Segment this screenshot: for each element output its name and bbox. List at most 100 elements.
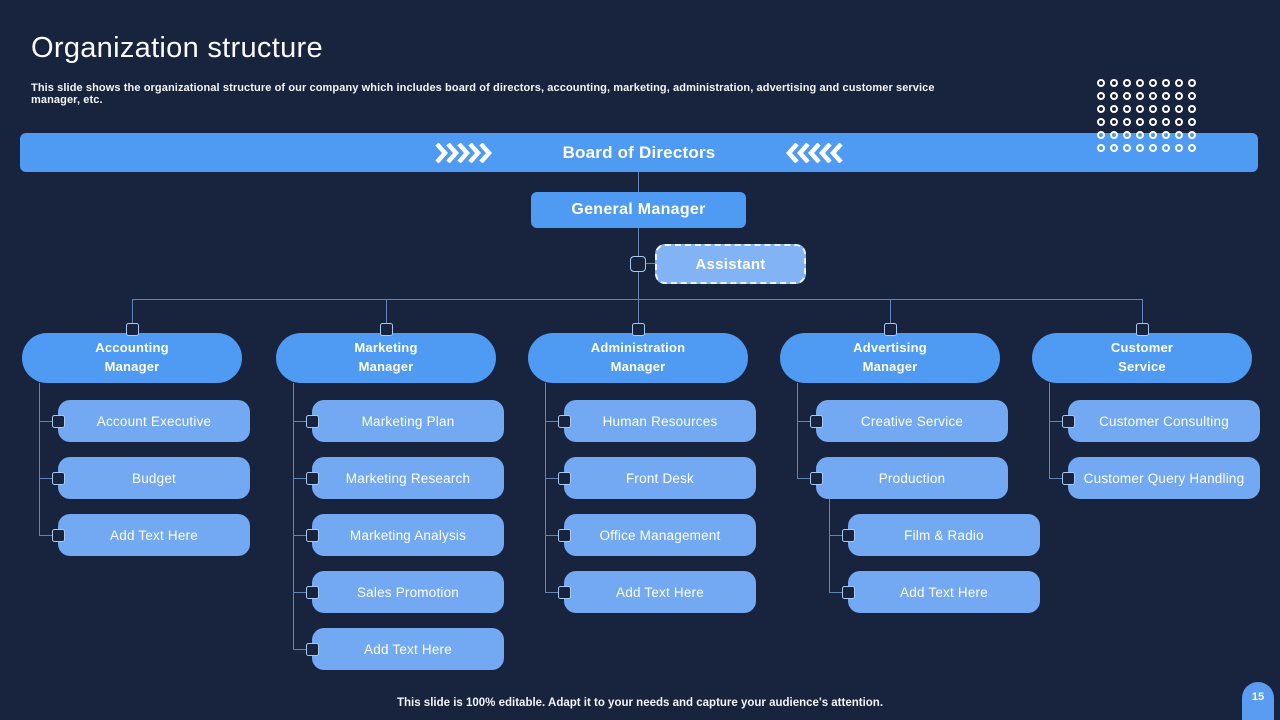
org-item-box[interactable]: Human Resources bbox=[564, 400, 756, 442]
dot-icon bbox=[1188, 131, 1196, 139]
dot-icon bbox=[1136, 144, 1144, 152]
item-stub bbox=[545, 421, 564, 422]
org-item-box[interactable]: Marketing Plan bbox=[312, 400, 504, 442]
org-item-box[interactable]: Office Management bbox=[564, 514, 756, 556]
item-connector-node bbox=[809, 471, 823, 485]
dot-icon bbox=[1123, 131, 1131, 139]
org-item-box[interactable]: Budget bbox=[58, 457, 250, 499]
org-item-box[interactable]: Add Text Here bbox=[58, 514, 250, 556]
manager-label-line1: Customer bbox=[1110, 340, 1174, 356]
dot-icon bbox=[1110, 105, 1118, 113]
connector-stub bbox=[386, 299, 387, 333]
page-number: 15 bbox=[1251, 691, 1265, 703]
item-stub bbox=[293, 421, 312, 422]
dot-icon bbox=[1149, 92, 1157, 100]
org-item-box[interactable]: Front Desk bbox=[564, 457, 756, 499]
org-item-box[interactable]: Add Text Here bbox=[848, 571, 1040, 613]
manager-label-line2: Service bbox=[1118, 359, 1166, 374]
org-item-box[interactable]: Customer Query Handling bbox=[1068, 457, 1260, 499]
item-connector-node bbox=[809, 414, 823, 428]
item-stub bbox=[1049, 421, 1068, 422]
dot-icon bbox=[1097, 131, 1105, 139]
org-item-box[interactable]: Creative Service bbox=[816, 400, 1008, 442]
board-of-directors-banner[interactable]: Board of Directors bbox=[20, 133, 1258, 172]
general-manager-box[interactable]: General Manager bbox=[531, 192, 746, 228]
connector-banner-to-gm bbox=[638, 172, 639, 192]
dot-icon bbox=[1123, 105, 1131, 113]
column-line bbox=[545, 383, 546, 592]
item-stub bbox=[829, 592, 848, 593]
dot-icon bbox=[1110, 92, 1118, 100]
dot-icon bbox=[1097, 79, 1105, 87]
dot-icon bbox=[1110, 144, 1118, 152]
dot-icon bbox=[1110, 79, 1118, 87]
dot-icon bbox=[1136, 131, 1144, 139]
item-connector-node bbox=[1061, 471, 1075, 485]
org-item-box[interactable]: Add Text Here bbox=[564, 571, 756, 613]
column-line bbox=[797, 383, 798, 478]
org-item-box[interactable]: Add Text Here bbox=[312, 628, 504, 670]
item-connector-node bbox=[305, 585, 319, 599]
dot-icon bbox=[1097, 118, 1105, 126]
dot-icon bbox=[1149, 79, 1157, 87]
dot-icon bbox=[1175, 131, 1183, 139]
org-item-box[interactable]: Production bbox=[816, 457, 1008, 499]
page-title[interactable]: Organization structure bbox=[31, 32, 323, 64]
org-item-box[interactable]: Customer Consulting bbox=[1068, 400, 1260, 442]
dot-grid-decoration bbox=[1097, 79, 1196, 152]
dot-icon bbox=[1162, 131, 1170, 139]
item-stub bbox=[39, 478, 58, 479]
item-stub bbox=[293, 478, 312, 479]
dot-icon bbox=[1149, 131, 1157, 139]
org-item-box[interactable]: Marketing Analysis bbox=[312, 514, 504, 556]
item-connector-node bbox=[51, 471, 65, 485]
item-connector-node bbox=[557, 528, 571, 542]
item-connector-node bbox=[841, 585, 855, 599]
item-connector-node bbox=[557, 414, 571, 428]
org-item-box[interactable]: Sales Promotion bbox=[312, 571, 504, 613]
slide-subtitle[interactable]: This slide shows the organizational stru… bbox=[31, 82, 935, 106]
item-stub bbox=[39, 421, 58, 422]
item-stub bbox=[545, 592, 564, 593]
item-connector-node bbox=[305, 414, 319, 428]
manager-label-line2: Manager bbox=[862, 359, 918, 374]
manager-label-line2: Manager bbox=[610, 359, 666, 374]
dot-icon bbox=[1123, 79, 1131, 87]
dot-icon bbox=[1188, 79, 1196, 87]
item-stub bbox=[293, 649, 312, 650]
chevrons-left-icon bbox=[786, 142, 844, 163]
dot-icon bbox=[1175, 105, 1183, 113]
manager-label-line2: Manager bbox=[358, 359, 414, 374]
footer-note[interactable]: This slide is 100% editable. Adapt it to… bbox=[396, 697, 884, 709]
dot-icon bbox=[1188, 144, 1196, 152]
manager-connector-node bbox=[883, 323, 897, 336]
connector-assistant-stub bbox=[638, 263, 656, 264]
item-stub bbox=[797, 421, 816, 422]
dot-icon bbox=[1136, 118, 1144, 126]
connector-stub bbox=[1142, 299, 1143, 333]
manager-connector-node bbox=[1135, 323, 1149, 336]
manager-connector-node bbox=[125, 323, 139, 336]
item-connector-node bbox=[51, 528, 65, 542]
org-item-box[interactable]: Account Executive bbox=[58, 400, 250, 442]
dot-icon bbox=[1149, 105, 1157, 113]
dot-icon bbox=[1149, 118, 1157, 126]
dot-icon bbox=[1149, 144, 1157, 152]
item-connector-node bbox=[305, 528, 319, 542]
item-connector-node bbox=[841, 528, 855, 542]
column-line bbox=[1049, 383, 1050, 478]
assistant-box[interactable]: Assistant bbox=[655, 244, 806, 284]
dot-icon bbox=[1110, 118, 1118, 126]
item-stub bbox=[545, 478, 564, 479]
org-item-box[interactable]: Film & Radio bbox=[848, 514, 1040, 556]
dot-icon bbox=[1110, 131, 1118, 139]
org-item-box[interactable]: Marketing Research bbox=[312, 457, 504, 499]
dot-icon bbox=[1162, 144, 1170, 152]
page-number-badge[interactable]: 15 bbox=[1242, 682, 1274, 720]
